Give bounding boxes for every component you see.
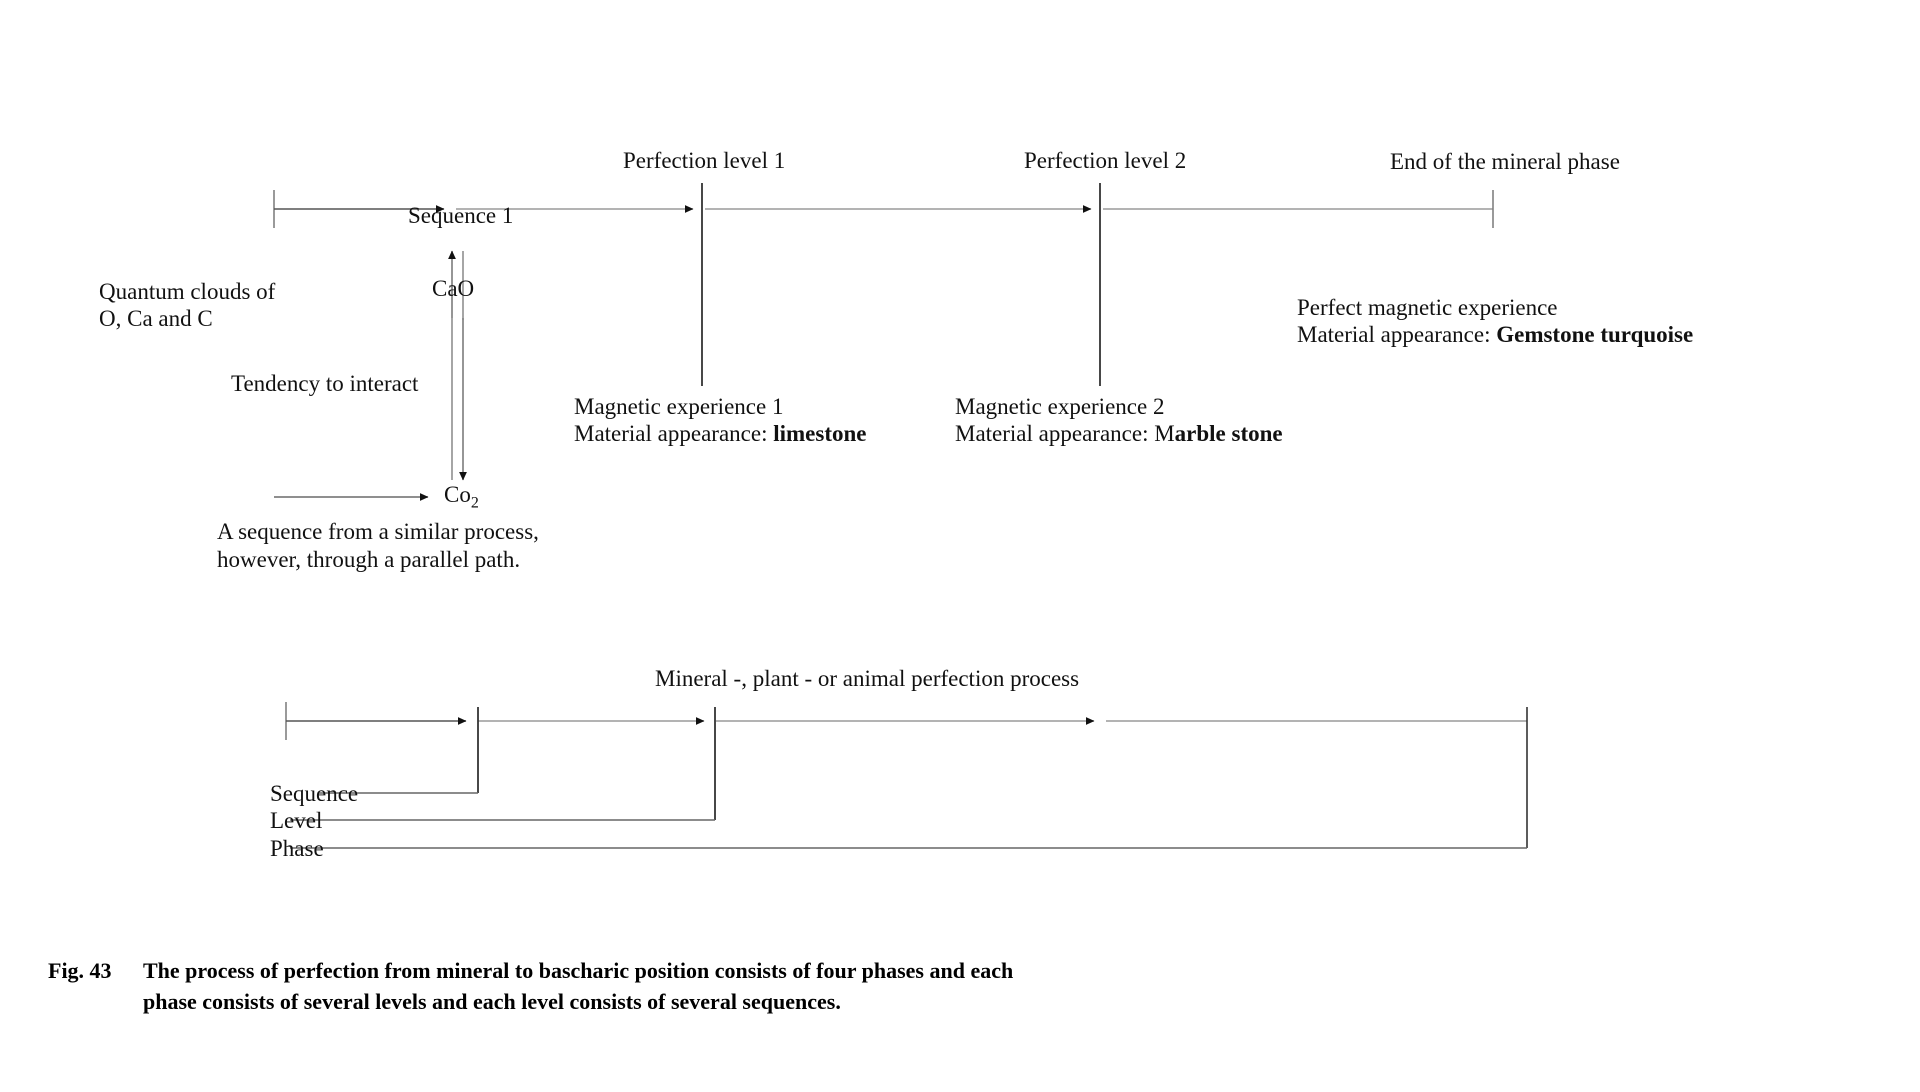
caption-line-2: phase consists of several levels and eac… [143,989,841,1014]
label-magnetic-experience-1-line2: Material appearance: limestone [574,420,866,447]
label-node-co2: Co2 [444,481,479,517]
label-perfect-magnetic-experience-line1: Perfect magnetic experience [1297,295,1558,320]
label-parallel-note-line1: A sequence from a similar process, [217,519,539,544]
caption-line-1: The process of perfection from mineral t… [143,958,1014,983]
perfection-level-separators [701,183,1101,386]
material-appearance-value-2: arble stone [1174,421,1283,446]
label-parallel-note-line2: however, through a parallel path. [217,547,521,572]
material-appearance-value-3: Gemstone turquoise [1496,322,1694,347]
label-end-of-mineral-phase: End of the mineral phase [1390,149,1620,174]
label-perfect-magnetic-experience-line2: Material appearance: Gemstone turquoise [1297,321,1693,348]
label-quantum-clouds-line2: O, Ca and C [99,306,213,331]
material-appearance-prefix-2: Material appearance: M [955,421,1175,446]
label-bracket-level: Level [270,808,323,833]
label-bottom-diagram-title: Mineral -, plant - or animal perfection … [655,666,1080,691]
label-magnetic-experience-2-line1: Magnetic experience 2 [955,394,1165,419]
material-appearance-prefix-1: Material appearance: [574,421,774,446]
label-sequence-1: Sequence 1 [408,203,514,228]
label-tendency-to-interact: Tendency to interact [231,371,419,396]
label-bracket-phase: Phase [270,836,324,861]
label-node-cao: CaO [432,276,475,301]
node-co2-subscript: 2 [470,494,479,512]
bottom-brackets [290,707,1528,849]
label-magnetic-experience-1-line1: Magnetic experience 1 [574,394,784,419]
material-appearance-prefix-3: Material appearance: [1297,322,1497,347]
label-quantum-clouds-line1: Quantum clouds of [99,279,276,304]
label-perfection-level-1: Perfection level 1 [623,148,786,173]
material-appearance-value-1: limestone [773,421,867,446]
node-co2-main: Co [444,482,471,507]
label-bracket-sequence: Sequence [270,781,359,806]
label-perfection-level-2: Perfection level 2 [1024,148,1187,173]
caption-number: Fig. 43 [48,958,112,983]
bottom-axis-group [285,702,1527,740]
label-magnetic-experience-2-line2: Material appearance: Marble stone [955,420,1283,447]
